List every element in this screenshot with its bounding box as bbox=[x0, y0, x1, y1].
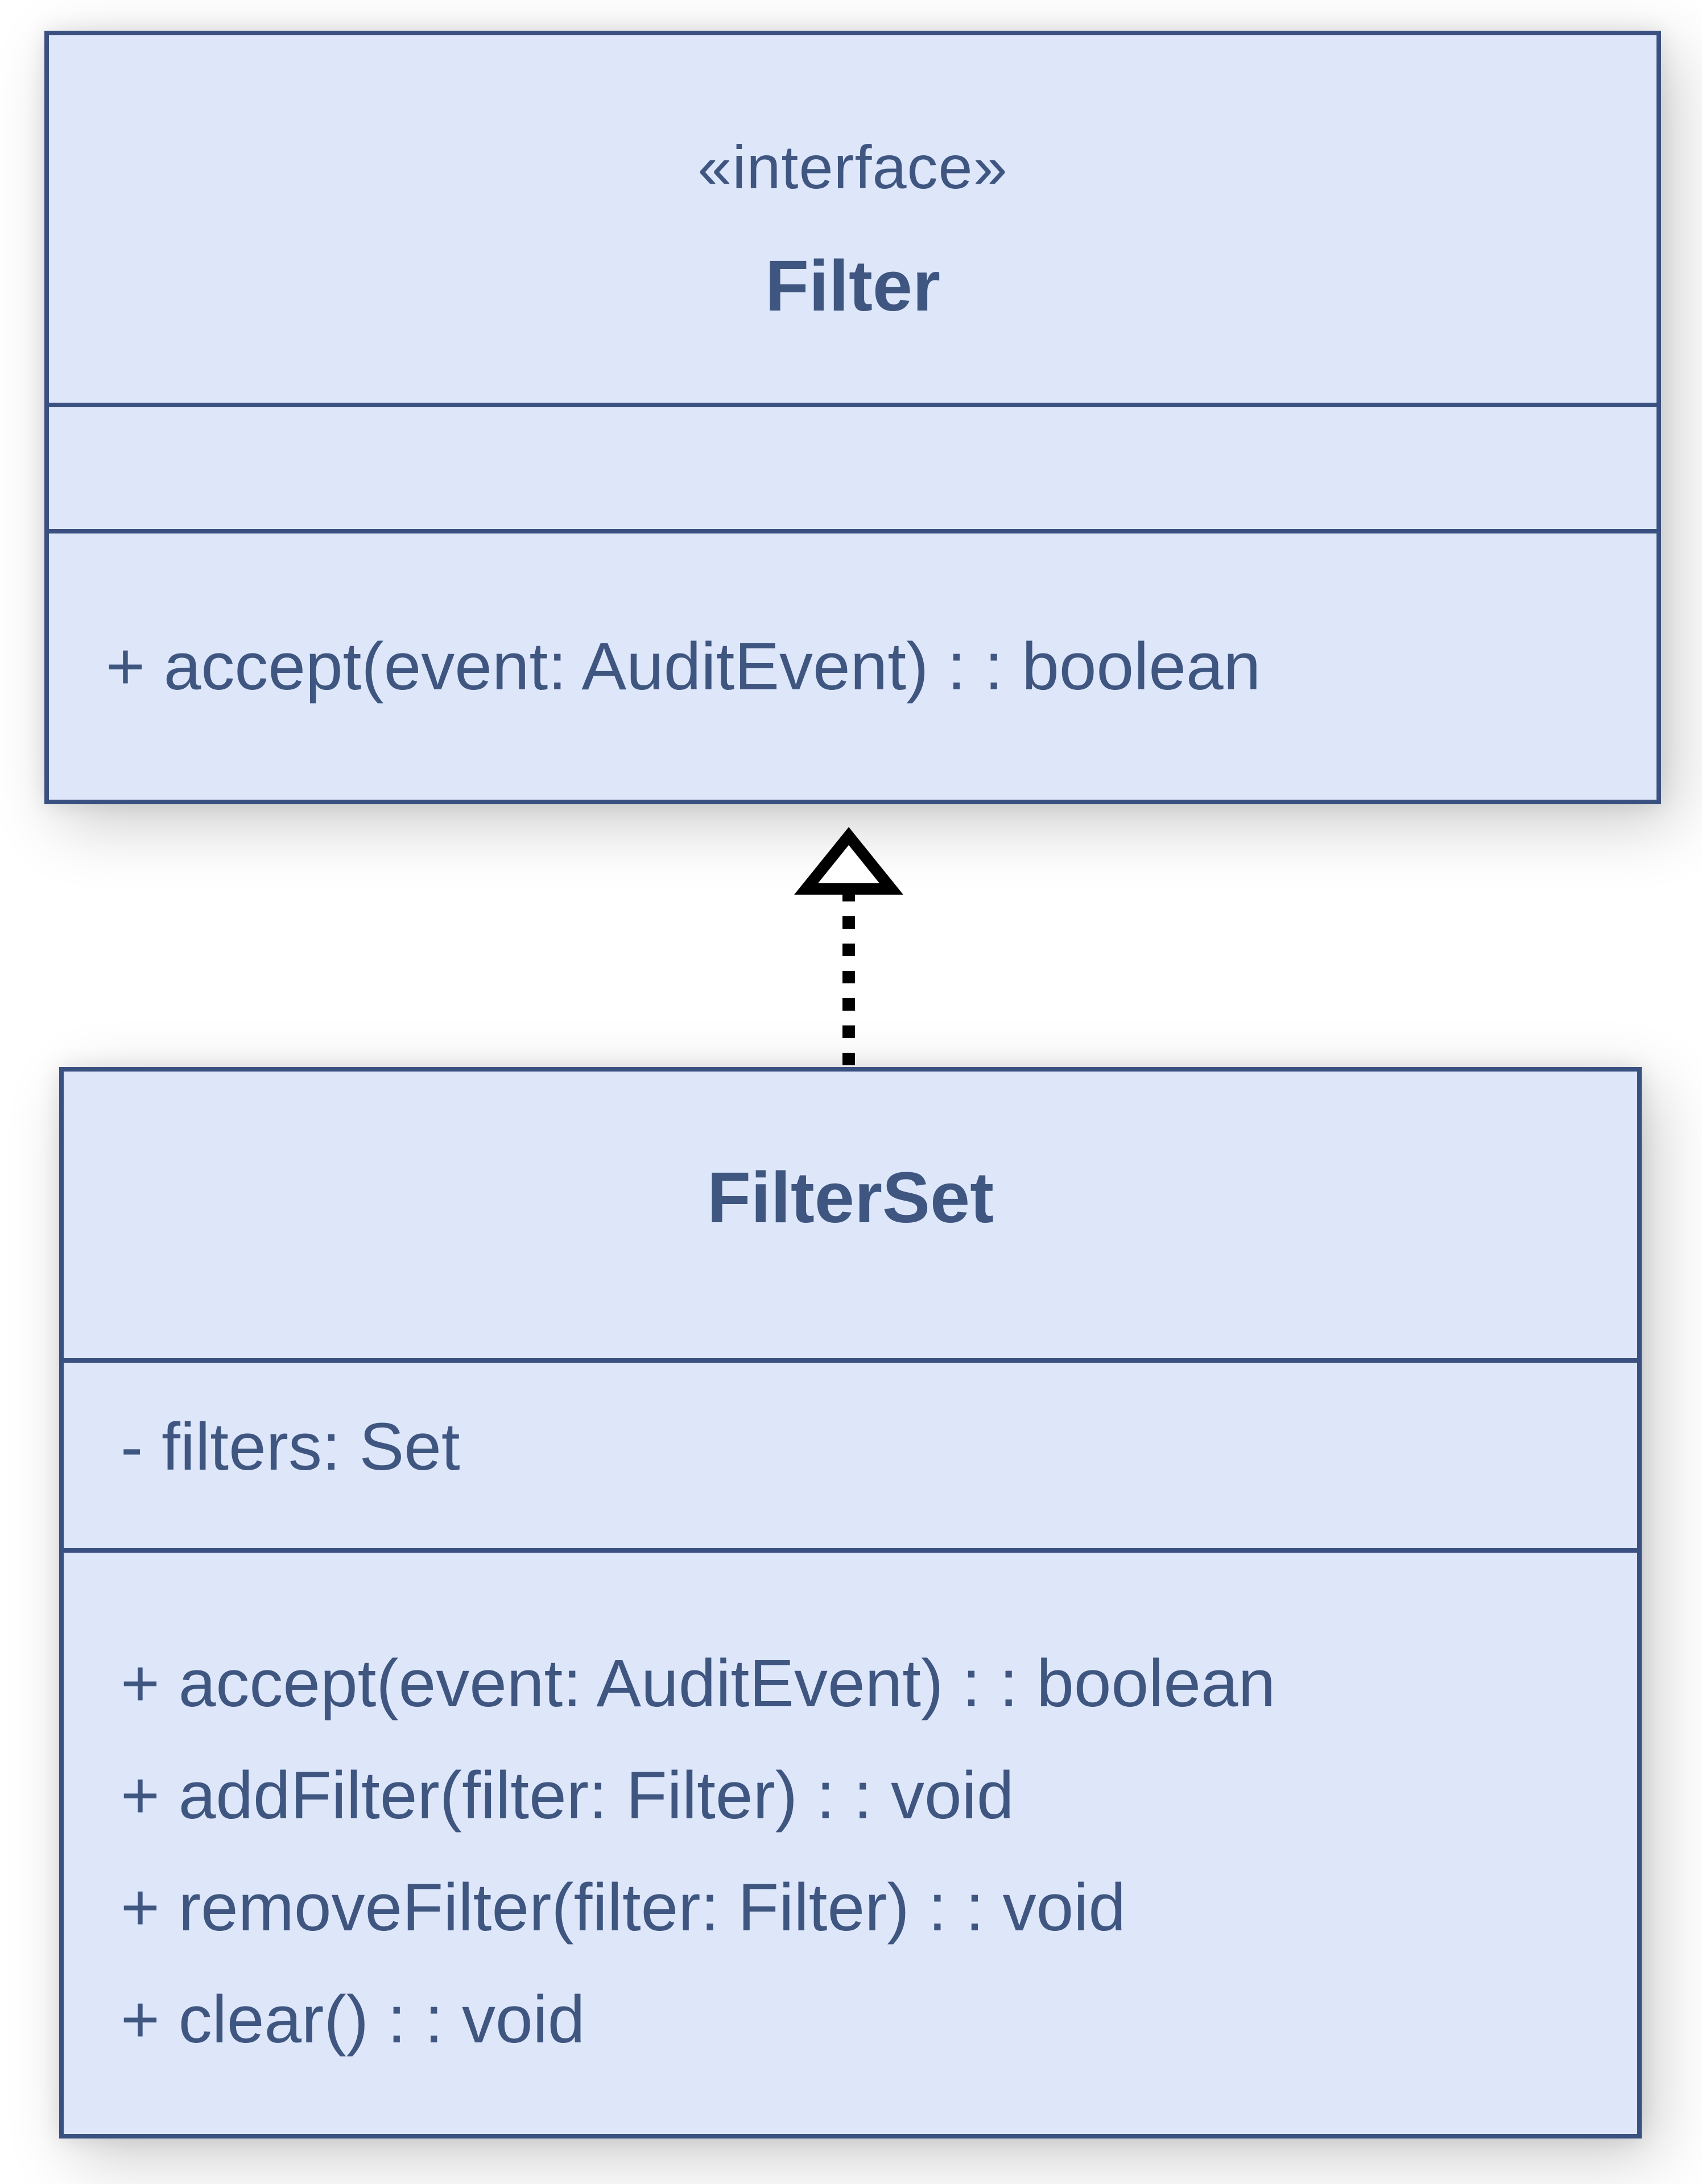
filter-method-accept: + accept(event: AuditEvent) : : boolean bbox=[106, 628, 1261, 704]
filterset-method-accept: + accept(event: AuditEvent) : : boolean bbox=[121, 1646, 1276, 1721]
arrow-hollow-triangle-icon bbox=[794, 827, 903, 895]
filterset-class-name: FilterSet bbox=[707, 1157, 994, 1238]
class-box-filter: «interface» Filter + accept(event: Audit… bbox=[44, 31, 1661, 804]
filterset-attribute-filters: - filters: Set bbox=[121, 1409, 460, 1484]
class-box-filterset: FilterSet - filters: Set + accept(event:… bbox=[59, 1067, 1642, 2138]
filterset-title-compartment: FilterSet bbox=[64, 1072, 1637, 1358]
filter-stereotype: «interface» bbox=[697, 133, 1008, 201]
filterset-methods-compartment: + accept(event: AuditEvent) : : boolean … bbox=[64, 1548, 1637, 2134]
filterset-attributes-compartment: - filters: Set bbox=[64, 1358, 1637, 1548]
filter-title-compartment: «interface» Filter bbox=[49, 35, 1656, 403]
realization-arrow bbox=[794, 827, 903, 1069]
filterset-method-clear: + clear() : : void bbox=[121, 1982, 585, 2057]
filterset-method-addfilter: + addFilter(filter: Filter) : : void bbox=[121, 1758, 1014, 1833]
filterset-method-removefilter: + removeFilter(filter: Filter) : : void bbox=[121, 1870, 1126, 1945]
filter-attributes-compartment bbox=[49, 403, 1656, 529]
filter-class-name: Filter bbox=[765, 246, 941, 326]
filter-methods-compartment: + accept(event: AuditEvent) : : boolean bbox=[49, 529, 1656, 800]
